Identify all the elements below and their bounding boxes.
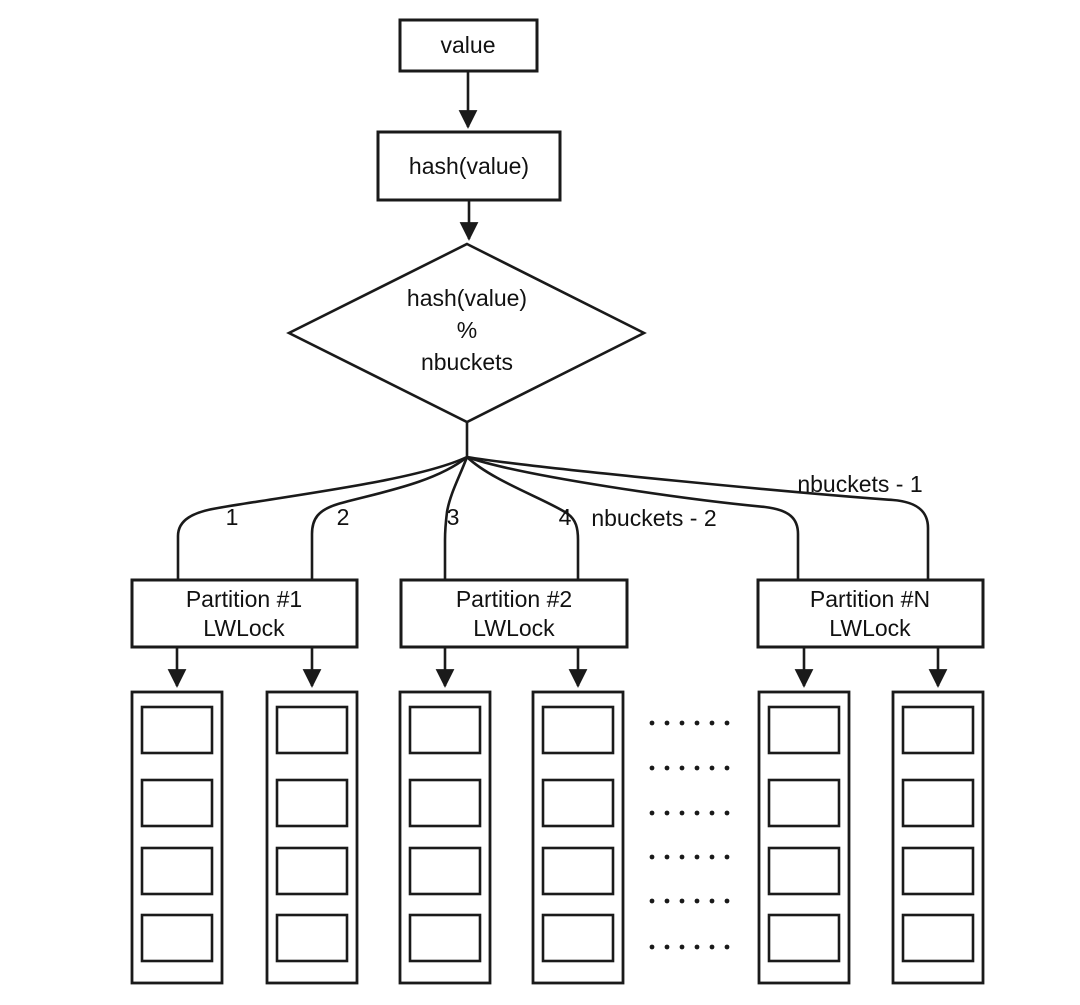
partition-n-subtitle: LWLock (829, 615, 911, 641)
bucket-cell (140, 846, 214, 896)
edge-label-nbuckets-minus-2: nbuckets - 2 (591, 505, 716, 531)
ellipsis-dot (664, 944, 670, 950)
ellipsis-dot (694, 720, 700, 726)
bucket-cell (767, 778, 841, 828)
bucket-cell (767, 913, 841, 963)
ellipsis-dot (709, 898, 715, 904)
bucket-cell (541, 846, 615, 896)
bucket-cell (767, 846, 841, 896)
value-node-label: value (441, 32, 496, 58)
partition-2-node (399, 578, 629, 649)
ellipsis-dot (724, 810, 730, 816)
ellipsis-dot (649, 765, 655, 771)
partition-n-title: Partition #N (810, 586, 930, 612)
partition-1-title: Partition #1 (186, 586, 302, 612)
bucket-cell (275, 778, 349, 828)
edge-label-1: 1 (226, 504, 239, 530)
ellipsis-dot (694, 944, 700, 950)
ellipsis-dot (679, 898, 685, 904)
ellipsis-dot (664, 720, 670, 726)
ellipsis-dot (649, 944, 655, 950)
ellipsis-dot (694, 810, 700, 816)
bucket-cell (901, 778, 975, 828)
partition-1-node (130, 578, 359, 649)
bucket-cell (901, 846, 975, 896)
hash-node-label: hash(value) (409, 153, 529, 179)
ellipsis-dot (709, 765, 715, 771)
partition-n-node (756, 578, 985, 649)
bucket-columns (130, 690, 985, 985)
bucket-cell (140, 705, 214, 755)
edge-bucket-2 (310, 455, 468, 580)
bucket-cell (541, 913, 615, 963)
edge-bucket-1 (176, 455, 468, 580)
edge-bucket-n-minus-1 (466, 455, 930, 580)
edge-label-2: 2 (337, 504, 350, 530)
bucket-cell (901, 913, 975, 963)
bucket-cell (275, 913, 349, 963)
bucket-cell (541, 705, 615, 755)
ellipsis-dot (724, 898, 730, 904)
partition-2-title: Partition #2 (456, 586, 572, 612)
ellipsis-dots (649, 720, 730, 950)
ellipsis-dot (664, 854, 670, 860)
ellipsis-dot (709, 944, 715, 950)
ellipsis-dot (724, 765, 730, 771)
edge-bucket-3 (443, 456, 469, 580)
ellipsis-dot (649, 720, 655, 726)
ellipsis-dot (694, 765, 700, 771)
ellipsis-dot (679, 810, 685, 816)
bucket-cell (275, 846, 349, 896)
ellipsis-dot (679, 765, 685, 771)
ellipsis-dot (694, 854, 700, 860)
ellipsis-dot (724, 854, 730, 860)
bucket-cell (408, 913, 482, 963)
ellipsis-dot (724, 944, 730, 950)
edge-label-nbuckets-minus-1: nbuckets - 1 (797, 471, 922, 497)
ellipsis-dot (679, 854, 685, 860)
ellipsis-dot (649, 898, 655, 904)
ellipsis-dot (694, 898, 700, 904)
bucket-cell (408, 778, 482, 828)
partition-1-subtitle: LWLock (203, 615, 285, 641)
partition-2-subtitle: LWLock (473, 615, 555, 641)
ellipsis-dot (709, 854, 715, 860)
bucket-cell (408, 846, 482, 896)
ellipsis-dot (649, 854, 655, 860)
ellipsis-dot (664, 898, 670, 904)
bucket-cell (140, 778, 214, 828)
ellipsis-dot (709, 810, 715, 816)
bucket-cell (901, 705, 975, 755)
bucket-cell (408, 705, 482, 755)
ellipsis-dot (679, 720, 685, 726)
edge-label-4: 4 (559, 504, 572, 530)
bucket-cell (275, 705, 349, 755)
bucket-cell (140, 913, 214, 963)
edge-bucket-4 (466, 456, 580, 580)
mod-node-label-line3: nbuckets (421, 349, 513, 375)
ellipsis-dot (664, 810, 670, 816)
ellipsis-dot (664, 765, 670, 771)
mod-node-label-line2: % (457, 317, 477, 343)
ellipsis-dot (724, 720, 730, 726)
ellipsis-dot (679, 944, 685, 950)
mod-node-label-line1: hash(value) (407, 285, 527, 311)
ellipsis-dot (649, 810, 655, 816)
hash-node (376, 130, 562, 202)
ellipsis-dot (709, 720, 715, 726)
bucket-cell (767, 705, 841, 755)
edge-bucket-n-minus-2 (466, 455, 800, 580)
bucket-cell (541, 778, 615, 828)
edge-label-3: 3 (447, 504, 460, 530)
